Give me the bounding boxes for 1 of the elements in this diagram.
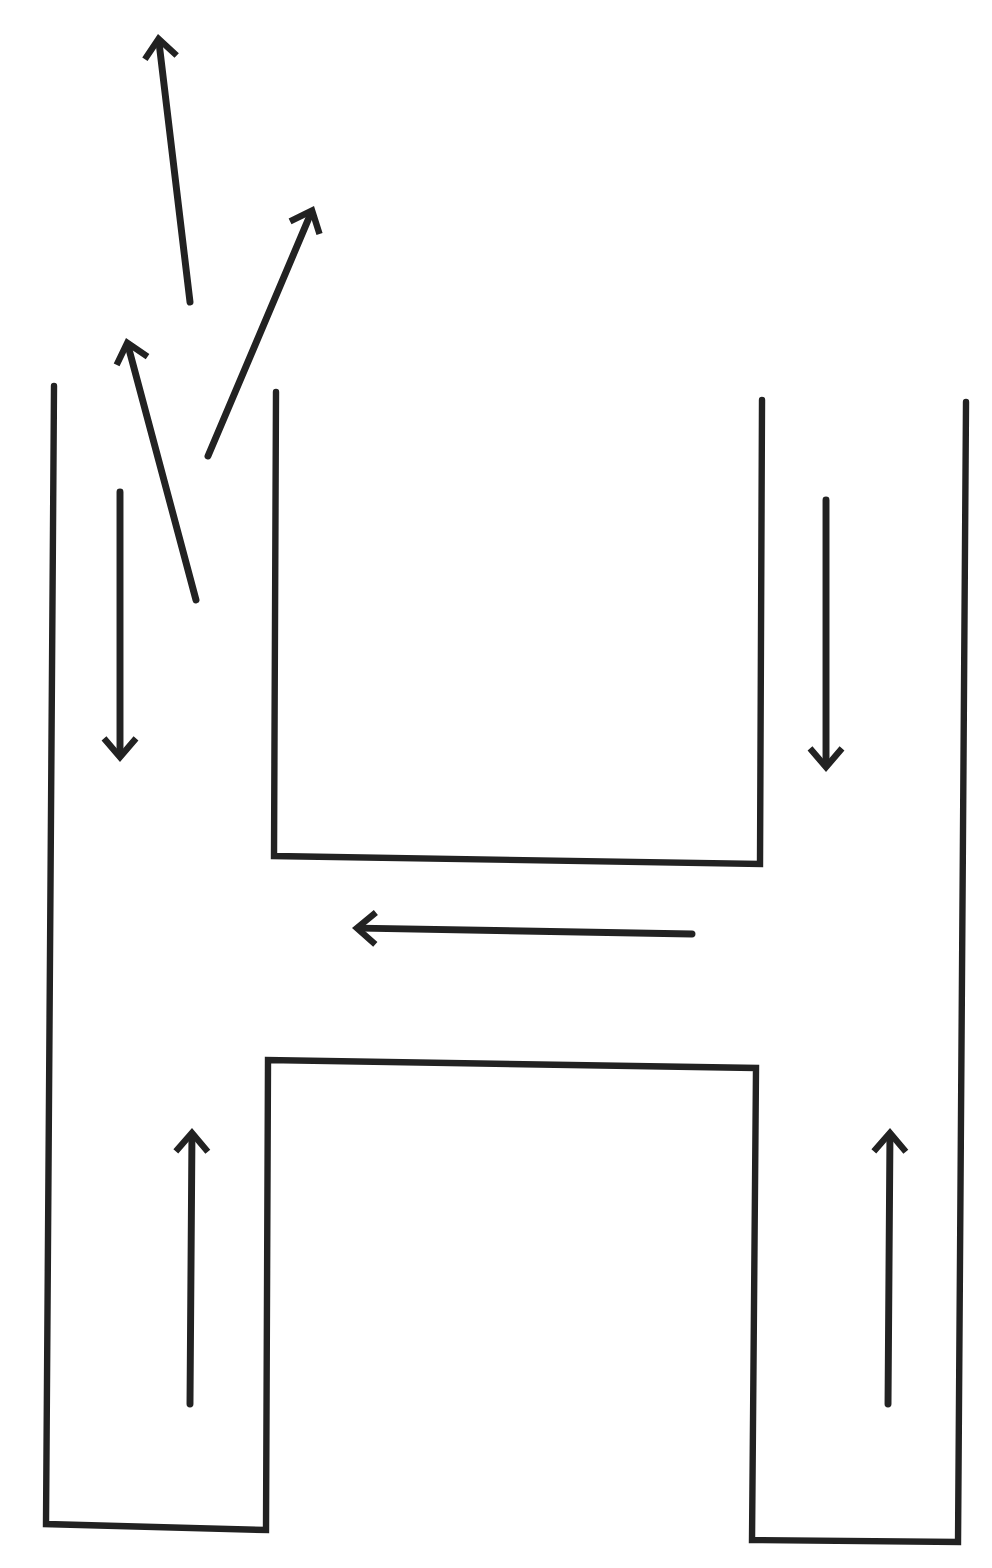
h-channel [42, 382, 970, 1546]
